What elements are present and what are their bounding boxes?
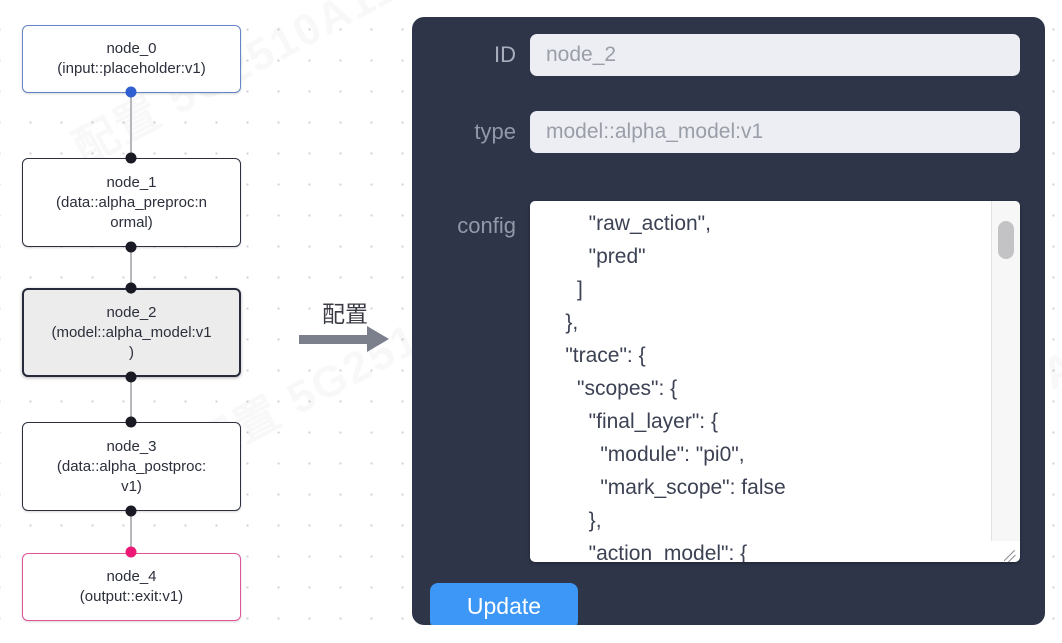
node-handle-output-node_2[interactable] [125,371,137,383]
graph-node-label: node_1 (data::alpha_preproc:n ormal) [56,173,207,231]
graph-node-label: node_0 (input::placeholder:v1) [57,40,206,77]
config-textarea-wrapper [530,201,1020,562]
edge-node3-node4 [130,510,132,550]
graph-node-label: node_2 (model::alpha_model:v1 ) [51,303,212,361]
config-field-label: config [457,213,516,238]
id-field-label: ID [494,42,516,67]
update-button[interactable]: Update [430,583,578,625]
config-scrollbar[interactable] [991,201,1020,541]
edge-node0-node1 [130,88,132,160]
config-textarea[interactable] [530,201,992,562]
type-input[interactable] [530,111,1020,153]
graph-node-node_3[interactable]: node_3 (data::alpha_postproc: v1) [22,422,241,511]
edge-node2-node3 [130,374,132,422]
arrow-shaft [299,335,369,344]
field-row-id: ID [412,34,1020,76]
graph-node-node_4[interactable]: node_4 (output::exit:v1) [22,553,241,621]
node-handle-input-node_2[interactable] [125,282,137,294]
id-input[interactable] [530,34,1020,76]
graph-node-node_1[interactable]: node_1 (data::alpha_preproc:n ormal) [22,158,241,247]
node-handle-input-node_4[interactable] [125,546,137,558]
type-field-label: type [474,119,516,144]
node-handle-input-node_3[interactable] [125,416,137,428]
config-arrow: 配置 [297,295,397,365]
node-handle-output-node_3[interactable] [125,505,137,517]
graph-node-label: node_4 (output::exit:v1) [79,568,184,605]
node-handle-output-node_0[interactable] [125,86,137,98]
graph-node-node_0[interactable]: node_0 (input::placeholder:v1) [22,25,241,93]
field-row-config: config [412,201,1020,562]
config-arrow-label: 配置 [322,302,368,328]
graph-node-label: node_3 (data::alpha_postproc: v1) [56,437,207,495]
resize-handle-icon[interactable] [1000,542,1018,562]
node-handle-input-node_1[interactable] [125,152,137,164]
graph-node-node_2[interactable]: node_2 (model::alpha_model:v1 ) [22,288,241,377]
edge-node1-node2 [130,246,132,294]
field-row-type: type [412,111,1020,153]
config-scrollbar-thumb[interactable] [998,221,1014,259]
node-inspector-panel: ID type config Update [412,17,1045,625]
arrow-head-icon [367,326,389,352]
node-handle-output-node_1[interactable] [125,241,137,253]
